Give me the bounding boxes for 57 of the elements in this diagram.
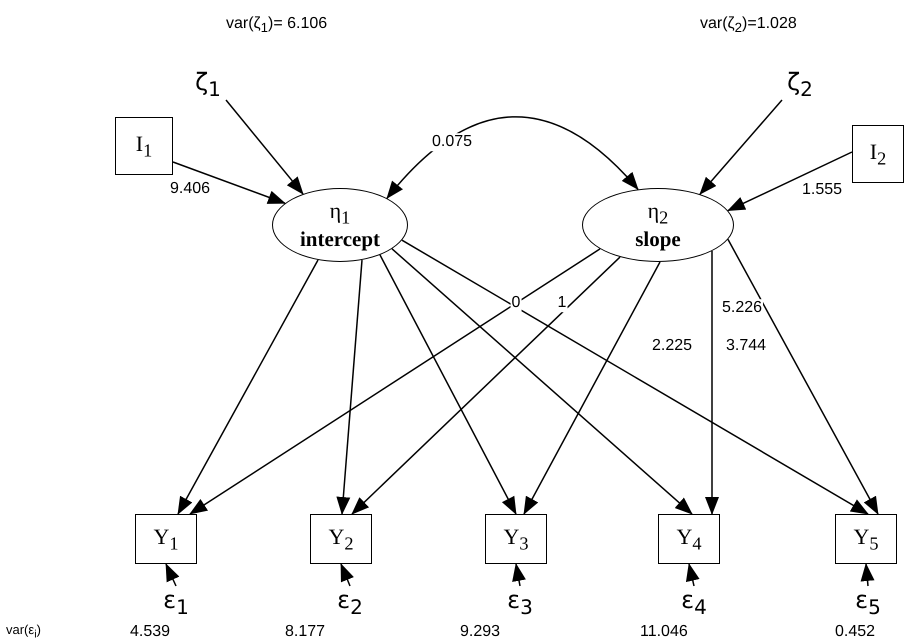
path-arrow [860, 563, 874, 586]
slope-indicator-box [852, 125, 904, 183]
variable-label: Y$_{1}$ [153, 524, 179, 554]
variable-label: η$_{2}$ [648, 199, 668, 228]
edge-label: 0.075 [430, 133, 474, 151]
path-arrow [379, 254, 517, 515]
disturbance-symbol: ζ$_{1}$ [190, 68, 226, 102]
path-arrow [727, 151, 852, 212]
path-arrow [189, 248, 600, 515]
factor-name: intercept [300, 228, 380, 251]
path-arrow [172, 161, 286, 204]
path-arrow [336, 260, 363, 515]
error-symbol: ε$_{1}$ [158, 586, 194, 618]
path-arrow [686, 563, 700, 586]
path-arrow [392, 248, 693, 515]
path-arrow [340, 563, 354, 586]
variable-label: Y$_{2}$ [328, 524, 354, 554]
covariance-arrow [386, 116, 639, 200]
variance-value: 8.177 [285, 622, 326, 642]
path-arrow [225, 100, 304, 195]
variable-label: Y$_{3}$ [503, 524, 529, 554]
error-symbol: ε$_{4}$ [676, 586, 712, 618]
variance-label: var(ε$_{i}$) [6, 622, 41, 642]
disturbance-symbol: ζ$_{2}$ [782, 68, 818, 102]
variable-label: I$_{1}$ [136, 132, 152, 160]
error-symbol: ε$_{5}$ [850, 586, 886, 618]
variable-label: Y$_{5}$ [853, 524, 879, 554]
path-arrow [523, 262, 661, 515]
latent-factor-ellipse [582, 188, 734, 262]
edge-label: 0 [510, 294, 522, 312]
observed-variable-box [658, 514, 720, 564]
path-arrow [512, 563, 526, 586]
variable-label: η$_{1}$ [330, 199, 350, 228]
factor-name: slope [635, 228, 681, 251]
variance-value: 4.539 [130, 622, 170, 642]
observed-variable-box [835, 514, 897, 564]
path-arrow [699, 100, 783, 195]
variance-label: var(ζ$_{2}$)=1.028 [700, 14, 797, 36]
observed-variable-box [310, 514, 372, 564]
path-arrow [177, 260, 319, 515]
path-arrow [351, 256, 621, 515]
edge-label: 1 [556, 294, 568, 312]
path-arrow [165, 563, 180, 586]
error-symbol: ε$_{2}$ [332, 586, 368, 618]
variable-label: Y$_{4}$ [676, 524, 702, 554]
path-arrow [727, 239, 879, 515]
variance-value: 9.293 [460, 622, 500, 642]
observed-variable-box [485, 514, 547, 564]
variance-value: 11.046 [640, 622, 688, 642]
error-symbol: ε$_{3}$ [502, 586, 538, 618]
observed-variable-box [135, 514, 197, 564]
variance-value: 0.452 [835, 622, 876, 642]
variable-label: I$_{2}$ [870, 140, 886, 168]
intercept-indicator-box [115, 117, 173, 175]
path-arrow [402, 240, 869, 515]
variance-label: var(ζ$_{1}$)= 6.106 [226, 14, 328, 36]
path-arrow [705, 251, 719, 515]
